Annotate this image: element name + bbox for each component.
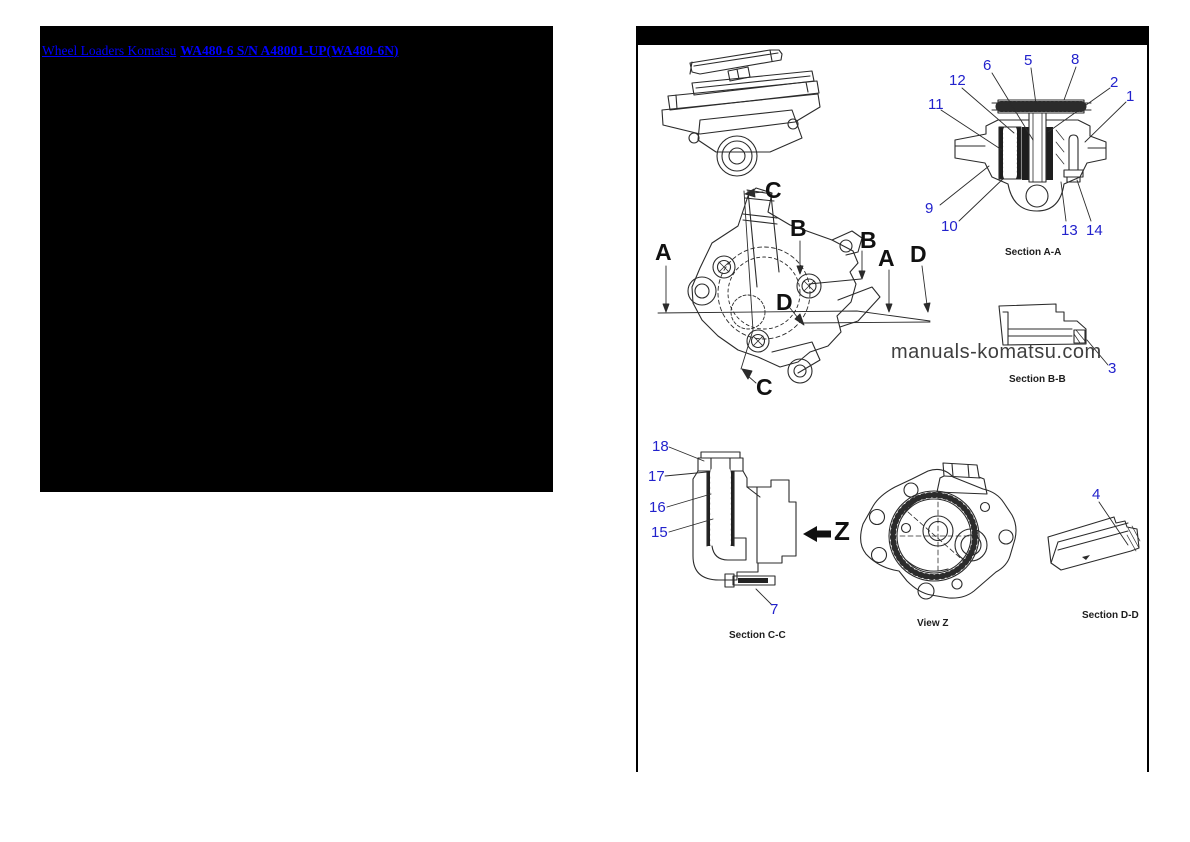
section-bb-drawing — [998, 303, 1109, 366]
cut-letter-a-left: A — [655, 239, 672, 265]
callout-7: 7 — [770, 601, 779, 618]
diagram-page-left-border — [636, 45, 638, 772]
section-cc-drawing — [664, 446, 831, 606]
model-link-model: WA480-6 S/N A48001-UP(WA480-6N) — [180, 43, 399, 58]
callout-14: 14 — [1086, 222, 1103, 239]
callout-3: 3 — [1108, 360, 1117, 377]
view-z-drawing — [860, 462, 1017, 600]
callout-8: 8 — [1071, 51, 1080, 68]
cut-letter-c-top: C — [765, 177, 782, 203]
cut-letter-d-inner: D — [776, 289, 793, 315]
callout-2: 2 — [1110, 74, 1119, 91]
cut-letter-b-left: B — [790, 215, 807, 241]
cut-letter-b-right: B — [860, 227, 877, 253]
section-dd-label: Section D-D — [1082, 610, 1139, 621]
section-bb-label: Section B-B — [1009, 374, 1066, 385]
view-z-label: View Z — [917, 618, 949, 629]
callout-12: 12 — [949, 72, 966, 89]
section-cc-label: Section C-C — [729, 630, 786, 641]
pump-isometric-drawing — [661, 49, 821, 177]
diagram-page-right-border — [1147, 45, 1149, 772]
cut-letter-c-bottom: C — [756, 374, 773, 400]
section-aa-drawing — [940, 66, 1127, 222]
callout-10: 10 — [941, 218, 958, 235]
callout-11: 11 — [928, 96, 944, 113]
view-z-letter: Z — [834, 516, 850, 546]
model-link-prefix: Wheel Loaders Komatsu — [42, 43, 177, 58]
callout-17: 17 — [648, 468, 665, 485]
callout-16: 16 — [649, 499, 666, 516]
callout-15: 15 — [651, 524, 668, 541]
section-dd-drawing — [1047, 501, 1141, 571]
callout-1: 1 — [1126, 88, 1135, 105]
pump-diagram-artwork — [657, 49, 1141, 606]
callout-13: 13 — [1061, 222, 1078, 239]
section-aa-label: Section A-A — [1005, 247, 1062, 258]
callout-6: 6 — [983, 57, 992, 74]
callout-5: 5 — [1024, 52, 1033, 69]
callout-4: 4 — [1092, 486, 1101, 503]
cut-letter-d-right: D — [910, 241, 927, 267]
callout-9: 9 — [925, 200, 934, 217]
callout-18: 18 — [652, 438, 669, 455]
watermark-text: manuals-komatsu.com — [891, 341, 1102, 363]
diagram-page-topbar — [636, 26, 1149, 45]
pump-front-view-drawing — [657, 165, 1007, 384]
cut-letter-a-right: A — [878, 245, 895, 271]
